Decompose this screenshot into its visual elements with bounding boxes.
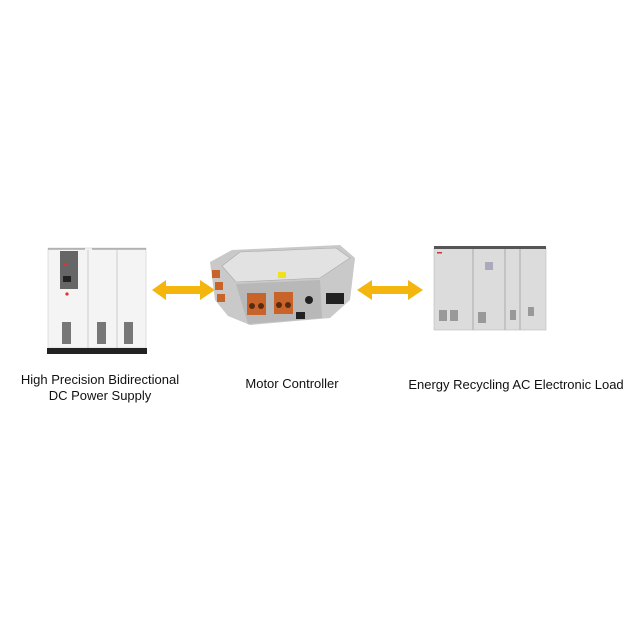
ac-electronic-load-label: Energy Recycling AC Electronic Load [408, 377, 624, 392]
dc-power-supply-label: High Precision Bidirectional DC Power Su… [0, 372, 200, 404]
bidirectional-arrow-icon [152, 280, 215, 300]
dc-power-supply-label-line1: High Precision Bidirectional [20, 372, 180, 387]
motor-controller-label: Motor Controller [245, 376, 339, 391]
dc-power-supply-image [47, 247, 147, 354]
motor-controller-image [210, 245, 355, 325]
ac-electronic-load-image [433, 246, 547, 331]
dc-power-supply-label-line2: DC Power Supply [48, 388, 152, 403]
bidirectional-arrow-icon [357, 280, 423, 300]
